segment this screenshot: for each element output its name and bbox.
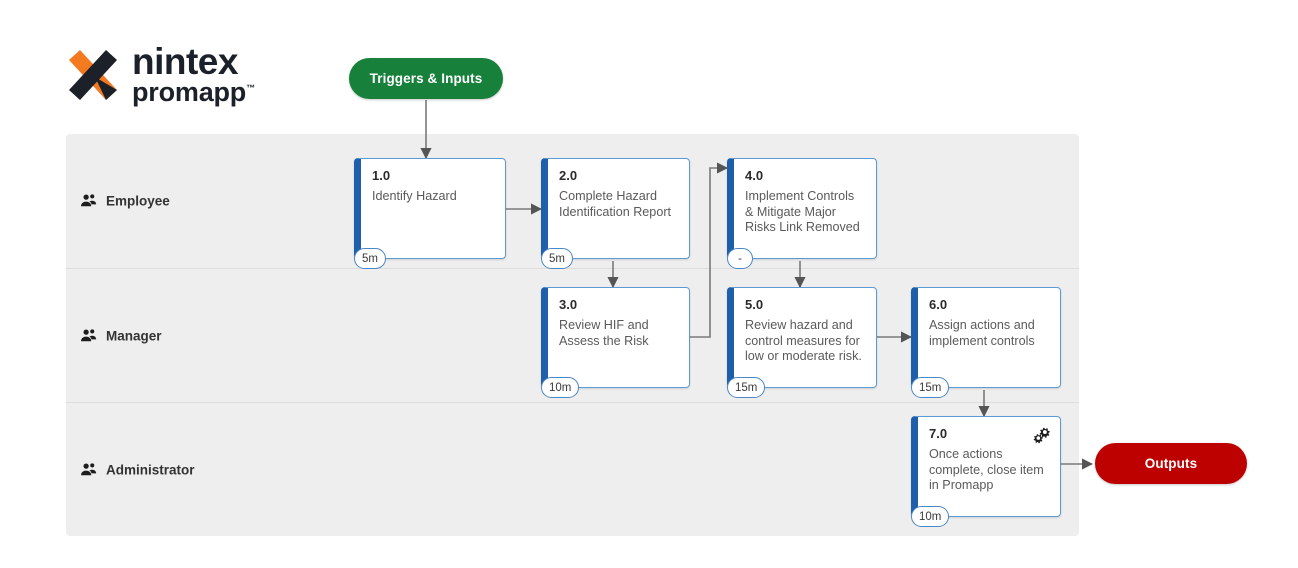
node-duration-badge: 5m — [354, 248, 386, 269]
swimlane-manager: Manager — [66, 268, 1079, 402]
node-title: Assign actions and implement controls — [929, 318, 1035, 348]
node-number: 5.0 — [745, 297, 764, 312]
start-terminator-triggers-and-inputs[interactable]: Triggers & Inputs — [349, 58, 503, 99]
node-title: Once actions complete, close item in Pro… — [929, 447, 1044, 492]
start-terminator-label: Triggers & Inputs — [369, 71, 483, 86]
node-number: 6.0 — [929, 297, 948, 312]
node-title: Review hazard and control measures for l… — [745, 318, 862, 363]
logo-secondary-text: promapp™ — [132, 77, 255, 108]
node-duration-badge: 10m — [541, 377, 580, 398]
trademark-symbol: ™ — [246, 83, 255, 94]
people-icon — [81, 462, 97, 475]
process-node-7[interactable]: 7.0 Once actions complete, close item in… — [911, 416, 1061, 527]
node-duration-badge: 15m — [727, 377, 766, 398]
lane-label-administrator: Administrator — [80, 461, 195, 478]
node-number: 4.0 — [745, 168, 764, 183]
node-duration-badge: - — [727, 248, 753, 269]
process-node-2[interactable]: 2.0 Complete Hazard Identification Repor… — [541, 158, 690, 269]
process-node-3[interactable]: 3.0 Review HIF and Assess the Risk 10m — [541, 287, 690, 398]
process-node-4[interactable]: 4.0 Implement Controls & Mitigate Major … — [727, 158, 877, 269]
people-icon — [81, 194, 97, 207]
process-node-5[interactable]: 5.0 Review hazard and control measures f… — [727, 287, 877, 398]
process-node-6[interactable]: 6.0 Assign actions and implement control… — [911, 287, 1061, 398]
node-duration-badge: 5m — [541, 248, 573, 269]
lane-name: Manager — [106, 328, 162, 343]
nintex-x-mark-icon — [69, 50, 117, 100]
logo-primary-text: nintex — [132, 41, 238, 83]
node-title: Review HIF and Assess the Risk — [559, 318, 649, 348]
node-duration-badge: 10m — [911, 506, 950, 527]
lane-label-employee: Employee — [80, 193, 170, 210]
lane-label-manager: Manager — [80, 327, 162, 344]
node-number: 2.0 — [559, 168, 578, 183]
node-duration-badge: 15m — [911, 377, 950, 398]
swimlane-administrator: Administrator — [66, 402, 1079, 536]
node-number: 7.0 — [929, 426, 948, 441]
node-number: 1.0 — [372, 168, 391, 183]
process-node-1[interactable]: 1.0 Identify Hazard 5m — [354, 158, 506, 269]
gears-icon — [1033, 427, 1050, 444]
swimlane-employee: Employee — [66, 134, 1079, 268]
logo-wordmark: nintex promapp™ — [132, 41, 255, 108]
lane-name: Employee — [106, 193, 170, 209]
node-title: Implement Controls & Mitigate Major Risk… — [745, 189, 860, 234]
node-title: Identify Hazard — [372, 189, 457, 203]
end-terminator-outputs[interactable]: Outputs — [1095, 443, 1247, 484]
end-terminator-label: Outputs — [1144, 456, 1198, 471]
nintex-promapp-logo: nintex promapp™ — [66, 41, 316, 108]
lane-name: Administrator — [106, 462, 195, 477]
people-icon — [81, 328, 97, 341]
node-title: Complete Hazard Identification Report — [559, 189, 672, 219]
node-number: 3.0 — [559, 297, 578, 312]
